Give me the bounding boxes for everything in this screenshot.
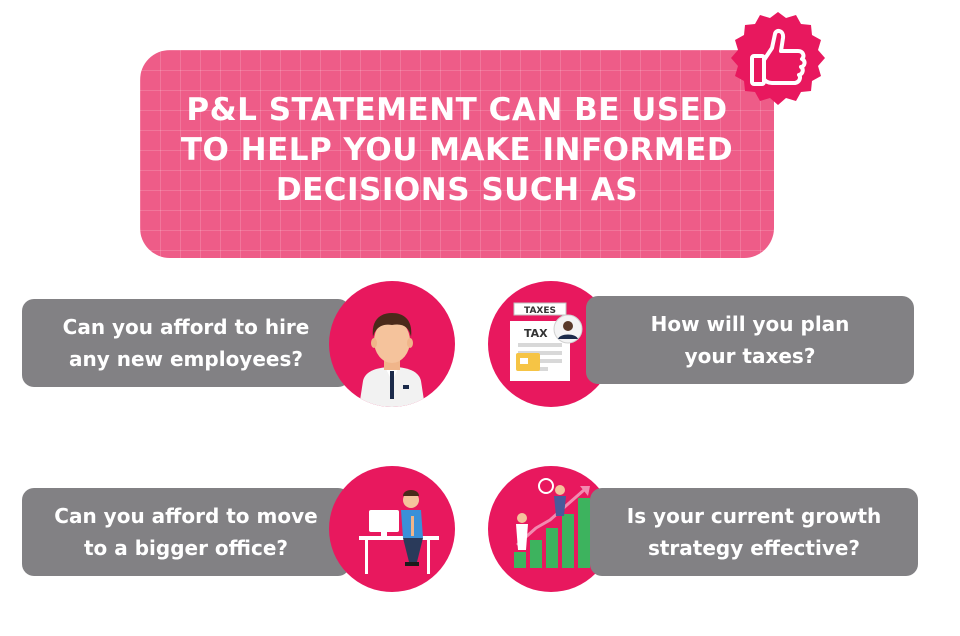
question-line-1: Can you afford to hire xyxy=(62,315,310,339)
headline-banner: P&L STATEMENT CAN BE USED TO HELP YOU MA… xyxy=(140,50,774,258)
thumbs-up-icon xyxy=(724,8,832,114)
question-growth-strategy: Is your current growth strategy effectiv… xyxy=(590,488,918,576)
question-bigger-office: Can you afford to move to a bigger offic… xyxy=(22,488,350,576)
question-line-1: Can you afford to move xyxy=(54,504,318,528)
office-desk-icon xyxy=(329,466,455,592)
question-line-2: to a bigger office? xyxy=(84,536,288,560)
employee-icon xyxy=(329,281,455,407)
headline-line-1: P&L STATEMENT CAN BE USED xyxy=(186,92,728,128)
question-line-1: Is your current growth xyxy=(626,504,882,528)
headline-line-3: DECISIONS SUCH AS xyxy=(275,172,639,208)
question-line-1: How will you plan xyxy=(650,312,850,336)
taxes-label: TAXES xyxy=(524,306,556,316)
tax-label: TAX xyxy=(524,327,548,340)
question-line-2: any new employees? xyxy=(69,347,303,371)
question-line-2: your taxes? xyxy=(684,344,816,368)
question-plan-taxes: How will you plan your taxes? xyxy=(586,296,914,384)
question-hire-employees: Can you afford to hire any new employees… xyxy=(22,299,350,387)
headline-text: P&L STATEMENT CAN BE USED TO HELP YOU MA… xyxy=(140,90,774,210)
question-line-2: strategy effective? xyxy=(647,536,861,560)
headline-line-2: TO HELP YOU MAKE INFORMED xyxy=(180,132,734,168)
